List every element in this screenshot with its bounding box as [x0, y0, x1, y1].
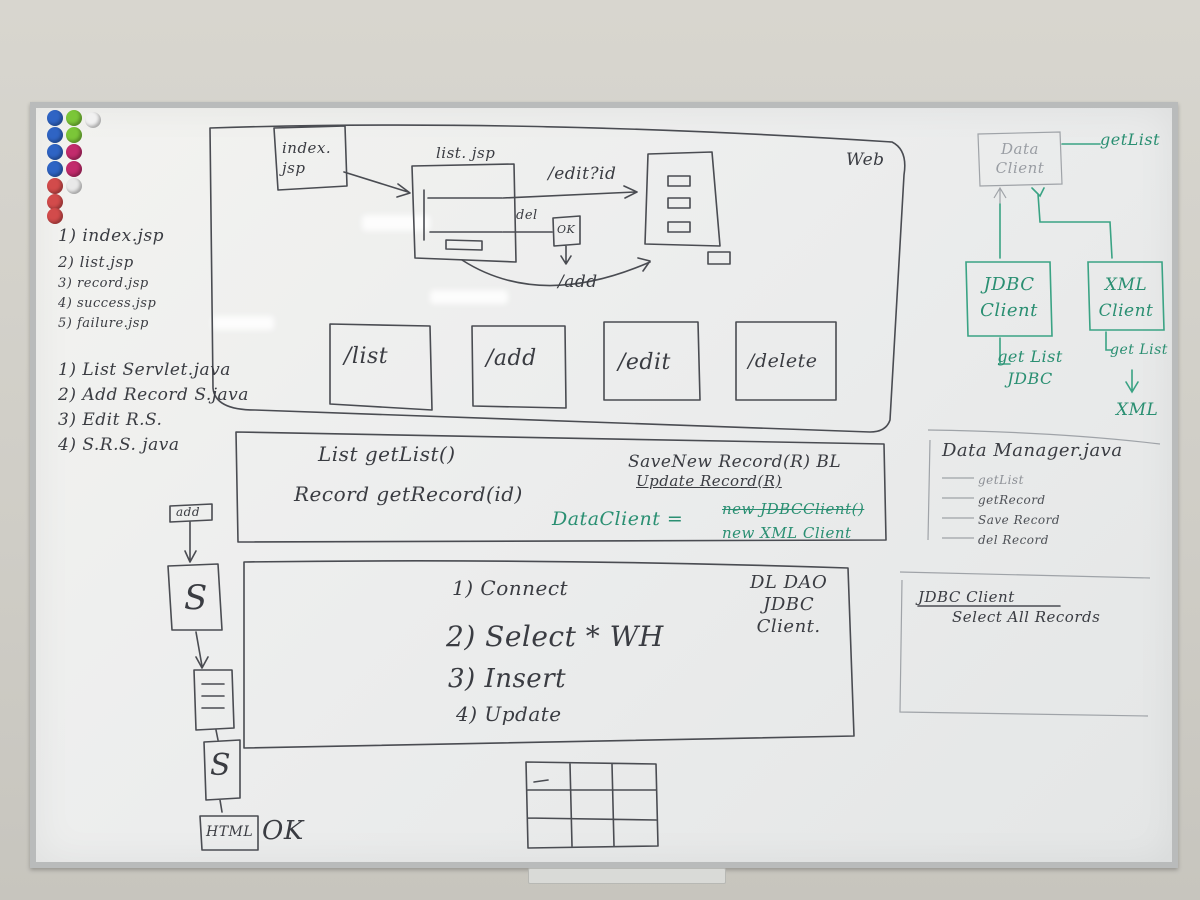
light-glare [430, 290, 508, 304]
jsp-page-item: 2) list.jsp [58, 253, 134, 271]
data-manager-title: Data Manager.java [942, 440, 1123, 461]
data-manager-methods: getList getRecord Save Record del Record [978, 470, 1060, 550]
data-manager-item: getList [978, 473, 1024, 487]
dl-step-connect: 1) Connect [452, 576, 569, 600]
dl-step-insert: 3) Insert [448, 664, 567, 694]
bl-write-update: Update Record(R) [636, 472, 782, 490]
data-client-box: Data Client [995, 140, 1045, 177]
bl-method-getrecord: Record getRecord(id) [294, 482, 523, 506]
flow-servlet-bottom: S [210, 748, 232, 783]
servlet-list: 1) List Servlet.java 2) Add Record S.jav… [58, 358, 249, 458]
jdbc-get-list-note: get List JDBC [997, 347, 1063, 388]
dl-dao-label: DL DAO JDBC Client. [750, 572, 828, 637]
delete-link-label: del [516, 208, 538, 223]
dl-step-select: 2) Select * WH [446, 620, 664, 653]
xml-get-list-note: get List [1110, 342, 1168, 358]
servlet-item: 4) S.R.S. java [58, 435, 180, 455]
servlet-item: 3) Edit R.S. [58, 410, 163, 430]
index-jsp-box-label: index. jsp [282, 139, 332, 177]
servlet-box-add: /add [486, 346, 537, 371]
servlet-box-list: /list [344, 344, 389, 369]
light-glare [212, 316, 274, 330]
servlet-item: 2) Add Record S.java [58, 385, 249, 405]
flow-servlet-top: S [184, 578, 208, 618]
bl-write-save: SaveNew Record(R) BL [628, 452, 842, 472]
edit-link-label: /edit?id [548, 164, 617, 184]
dataclient-struck-jdbc: new JDBCClient() [722, 500, 865, 518]
xml-client-box: XML Client [1098, 275, 1154, 321]
marker-tray [528, 868, 726, 884]
add-link-label: /add [558, 272, 598, 292]
servlet-box-delete: /delete [748, 350, 818, 372]
servlet-item: 1) List Servlet.java [58, 360, 231, 380]
ok-box-label: OK [557, 223, 576, 236]
bl-method-getlist: List getList() [318, 442, 456, 466]
servlet-box-edit: /edit [618, 350, 671, 375]
web-label: Web [846, 150, 885, 170]
xml-target: XML [1116, 400, 1159, 420]
jsp-page-item: 1) index.jsp [58, 226, 165, 246]
jsp-page-item: 3) record.jsp [58, 276, 149, 291]
jsp-page-item: 5) failure.jsp [58, 316, 149, 331]
jdbc-client-note-line: Select All Records [952, 608, 1101, 626]
jsp-page-item: 4) success.jsp [58, 296, 157, 311]
flow-add-box: add [176, 505, 201, 519]
jsp-page-list: 1) index.jsp 2) list.jsp 3) record.jsp 4… [58, 222, 164, 334]
data-manager-item: getRecord [978, 493, 1046, 507]
list-jsp-label: list. jsp [436, 144, 496, 162]
dataclient-new-xml: new XML Client [722, 524, 852, 542]
data-manager-item: del Record [978, 533, 1049, 547]
jdbc-client-box: JDBC Client [980, 274, 1038, 321]
flow-ok: OK [262, 816, 304, 846]
dataclient-assignment: DataClient = [552, 508, 684, 530]
jdbc-client-note-title: JDBC Client [918, 588, 1015, 606]
dl-step-update: 4) Update [456, 702, 562, 726]
get-list-label: getList [1100, 130, 1161, 149]
flow-html-box: HTML [206, 824, 254, 840]
data-manager-item: Save Record [978, 513, 1061, 527]
